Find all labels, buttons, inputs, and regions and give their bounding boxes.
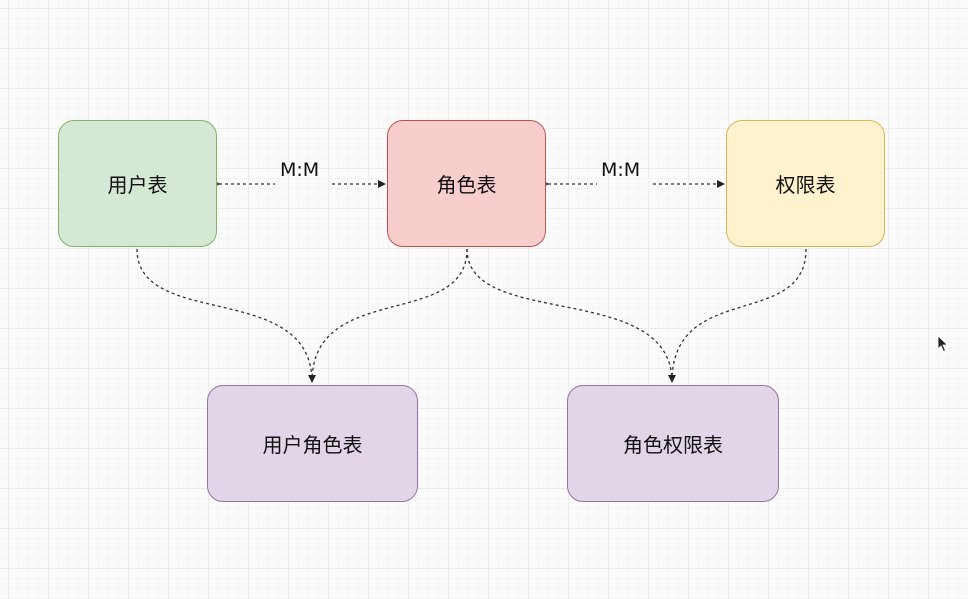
node-user-role-table[interactable]: 用户角色表 (207, 385, 418, 502)
relation-label-user-role: M:M (280, 159, 320, 181)
node-user-table-label: 用户表 (107, 173, 168, 197)
mouse-cursor-icon (937, 335, 949, 353)
node-role-permission-table-label: 角色权限表 (623, 433, 723, 457)
node-user-table[interactable]: 用户表 (58, 120, 217, 247)
link-role-to-user-role[interactable] (311, 248, 468, 383)
node-user-role-table-label: 用户角色表 (262, 433, 363, 457)
node-permission-table[interactable]: 权限表 (726, 120, 885, 247)
relation-label-role-perm: M:M (601, 159, 641, 181)
link-role-to-role-perm[interactable] (466, 248, 676, 383)
node-role-table[interactable]: 角色表 (387, 120, 546, 247)
link-perm-to-role-perm[interactable] (671, 248, 807, 383)
node-role-table-label: 角色表 (436, 173, 497, 197)
node-role-permission-table[interactable]: 角色权限表 (567, 385, 779, 502)
node-permission-table-label: 权限表 (775, 173, 836, 197)
link-user-to-user-role[interactable] (136, 248, 316, 383)
